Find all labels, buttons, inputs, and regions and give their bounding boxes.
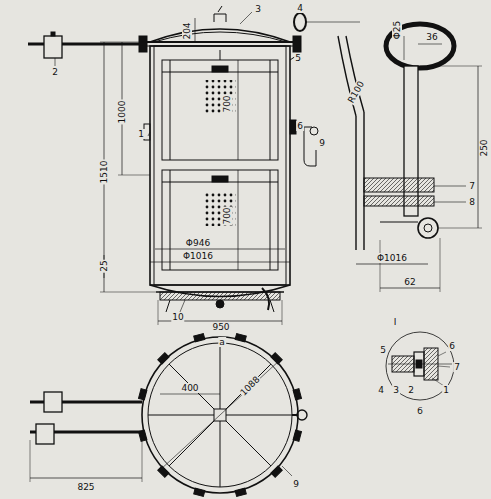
callout-number: 1: [442, 385, 450, 395]
dimension-label: 25: [99, 259, 109, 272]
callout-number: 7: [468, 181, 476, 191]
callout-number: 4: [296, 3, 304, 13]
clamp: [139, 430, 147, 441]
clamp: [194, 488, 205, 496]
callout-number: 3: [254, 4, 262, 14]
clamp: [293, 430, 301, 441]
dimension-label: 1510: [99, 160, 109, 185]
callout-number: 4: [377, 385, 385, 395]
callout-number: б: [416, 406, 424, 416]
clamp: [271, 353, 282, 364]
lid-clamps: [139, 334, 302, 497]
dimension-label: 950: [211, 322, 230, 332]
callout-number: 6: [296, 121, 304, 131]
callout-number: 2: [51, 67, 59, 77]
dimension-label: 700: [222, 206, 232, 225]
callout-number: а: [218, 337, 226, 347]
clamp: [235, 334, 246, 342]
dimension-label: 36: [425, 32, 438, 42]
callout-number: 9: [318, 138, 326, 148]
dimension-label: 400: [180, 383, 199, 393]
callout-number: 6: [448, 341, 456, 351]
dimension-label: 1000: [117, 100, 127, 125]
vessel-elevation: [28, 6, 360, 325]
callout-number: 5: [379, 345, 387, 355]
callout-number: 1: [137, 129, 145, 139]
dimension-label: 10: [171, 312, 184, 322]
dimension-label: Φ25: [392, 20, 402, 41]
vessel-plan: [30, 337, 307, 493]
dimension-label: 825: [76, 482, 95, 492]
clamp: [194, 334, 205, 342]
clamp: [139, 389, 147, 400]
callout-number: 3: [392, 385, 400, 395]
clamp: [235, 488, 246, 496]
clamp: [158, 466, 169, 477]
dimension-label: 250: [479, 138, 489, 157]
callout-number: I: [393, 317, 398, 327]
dimension-label: R100: [345, 78, 366, 105]
dimension-label: Φ1016: [182, 251, 214, 261]
dimension-label: 204: [182, 21, 192, 40]
dimension-label: 62: [403, 277, 416, 287]
seal-detail: [386, 332, 454, 400]
callout-number: 7: [453, 362, 461, 372]
dimension-label: 1088: [238, 374, 263, 399]
callout-number: 8: [468, 197, 476, 207]
callout-number: 2: [407, 385, 415, 395]
clamp: [293, 389, 301, 400]
clamp: [158, 353, 169, 364]
callout-number: 9: [292, 479, 300, 489]
callout-number: 5: [294, 53, 302, 63]
dimension-label: Φ1016: [376, 253, 408, 263]
clamp: [271, 466, 282, 477]
dimension-label: Φ946: [185, 238, 211, 248]
hinge-detail: [338, 24, 482, 292]
dimension-label: 700: [222, 94, 232, 113]
